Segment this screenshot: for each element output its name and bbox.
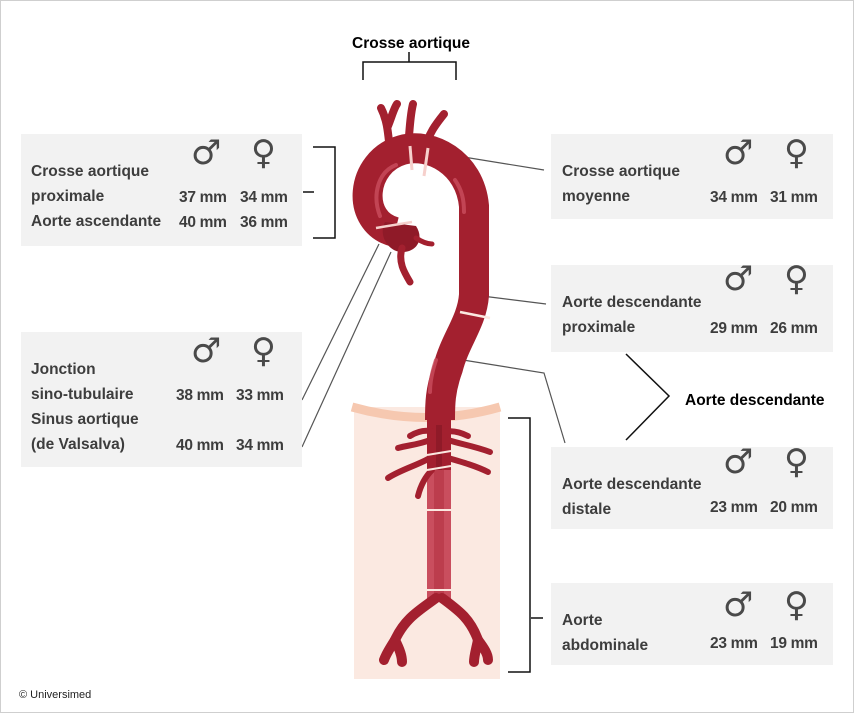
label-line-4: (de Valsalva) — [31, 436, 125, 453]
box-distal-descending: ♂ ♀ Aorte descendante distale 23 mm 20 m… — [551, 442, 833, 529]
male-value: 34 mm — [710, 189, 758, 206]
female-icon: ♀ — [784, 259, 809, 299]
label-line-1: Jonction — [31, 361, 96, 378]
male-value: 40 mm — [176, 437, 224, 454]
box-proximal-descending: ♂ ♀ Aorte descendante proximale 29 mm 26… — [551, 259, 833, 352]
female-value: 19 mm — [770, 635, 818, 652]
male-value: 38 mm — [176, 387, 224, 404]
male-icon: ♂ — [723, 585, 754, 625]
female-value: 34 mm — [240, 189, 288, 206]
label-line-2: sino-tubulaire — [31, 386, 134, 403]
male-icon: ♂ — [723, 133, 754, 173]
male-value: 23 mm — [710, 635, 758, 652]
arch-title: Crosse aortique — [352, 35, 471, 52]
female-value: 34 mm — [236, 437, 284, 454]
bracket-top — [362, 52, 457, 80]
aortic-arch — [352, 133, 489, 421]
female-value: 36 mm — [240, 214, 288, 231]
male-value: 23 mm — [710, 499, 758, 516]
female-icon: ♀ — [784, 585, 809, 625]
label-line-1: Aorte — [562, 612, 603, 629]
female-icon: ♀ — [251, 331, 276, 371]
label-line-1: Aorte descendante — [562, 476, 702, 493]
male-value: 37 mm — [179, 189, 227, 206]
female-icon: ♀ — [784, 442, 809, 482]
bracket-left — [303, 146, 336, 239]
female-value: 33 mm — [236, 387, 284, 404]
iliac-arteries — [379, 593, 493, 667]
box-mid-arch: ♂ ♀ Crosse aortique moyenne 34 mm 31 mm — [551, 134, 833, 219]
female-value: 31 mm — [770, 189, 818, 206]
abdominal-branches — [385, 427, 493, 499]
box-abdominal: ♂ ♀ Aorte abdominale 23 mm 19 mm — [551, 583, 833, 665]
label-line-1: Crosse aortique — [562, 163, 681, 180]
label-line-2: proximale — [31, 188, 105, 205]
box-sinotubular: ♂ ♀ Jonction sino-tubulaire Sinus aortiq… — [21, 332, 302, 467]
label-line-2: distale — [562, 501, 612, 518]
female-icon: ♀ — [784, 133, 809, 173]
label-line-2: abdominale — [562, 637, 649, 654]
aortic-root — [382, 222, 420, 252]
male-icon: ♂ — [191, 133, 222, 173]
label-line-2: moyenne — [562, 188, 631, 205]
male-icon: ♂ — [723, 259, 754, 299]
male-value: 40 mm — [179, 214, 227, 231]
box-proximal-arch: ♂ ♀ Crosse aortique proximale Aorte asce… — [21, 134, 302, 246]
descending-pointer-lines — [625, 353, 671, 441]
female-value: 20 mm — [770, 499, 818, 516]
label-line-1: Aorte descendante — [562, 294, 702, 311]
copyright: © Universimed — [19, 689, 92, 701]
female-value: 26 mm — [770, 320, 818, 337]
male-value: 29 mm — [710, 320, 758, 337]
female-icon: ♀ — [251, 133, 276, 173]
label-line-1: Crosse aortique — [31, 163, 150, 180]
bracket-abdominal — [508, 417, 543, 673]
label-line-3: Aorte ascendante — [31, 213, 162, 230]
male-icon: ♂ — [191, 331, 222, 371]
label-line-2: proximale — [562, 319, 636, 336]
descending-title: Aorte descendante — [685, 392, 825, 409]
label-line-3: Sinus aortique — [31, 411, 139, 428]
male-icon: ♂ — [723, 442, 754, 482]
